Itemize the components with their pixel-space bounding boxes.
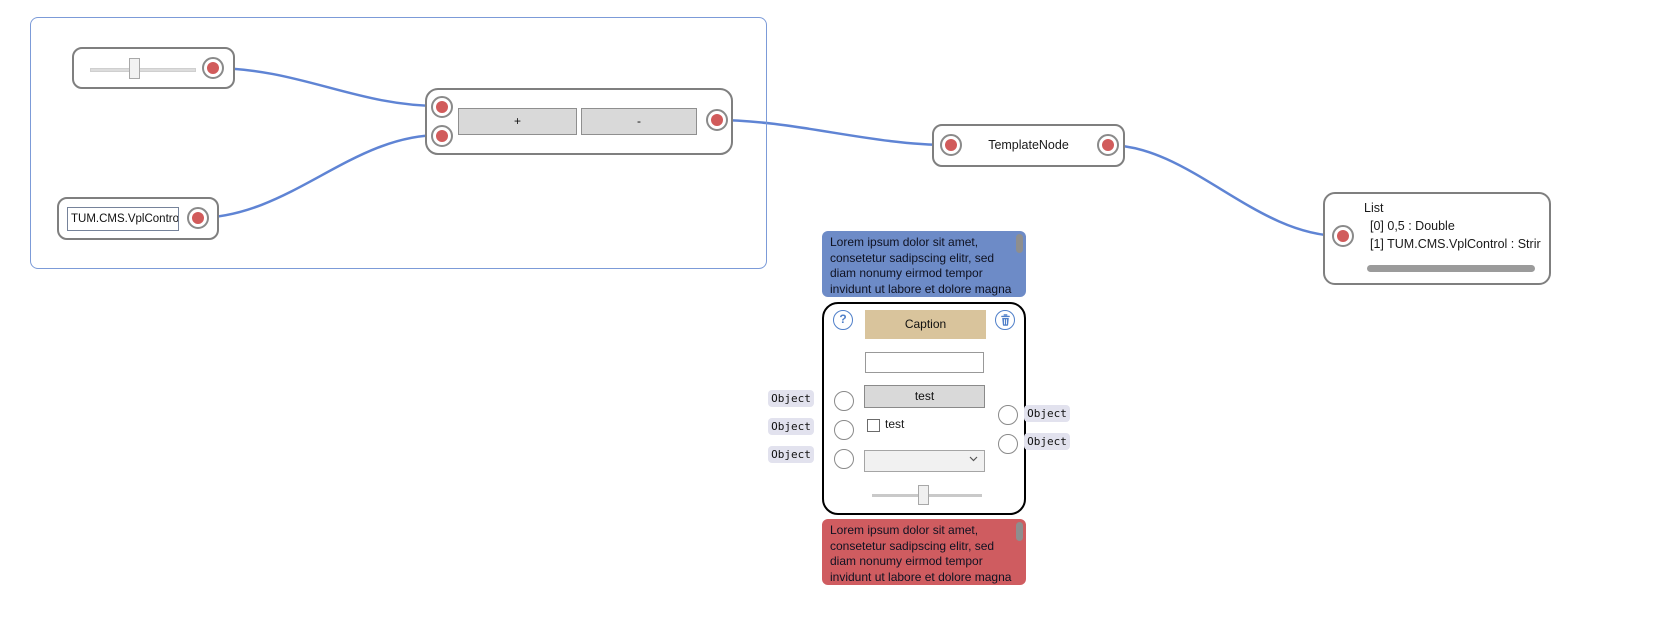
wire-slider-to-math[interactable]	[209, 66, 442, 108]
port-dot	[192, 212, 204, 224]
input-port-1[interactable]	[834, 391, 854, 411]
slider-track[interactable]	[90, 68, 196, 72]
port-type-label: Object	[768, 390, 814, 407]
port-dot	[711, 114, 723, 126]
minus-button[interactable]: -	[581, 108, 697, 135]
port-dot	[436, 130, 448, 142]
list-title: List	[1364, 201, 1384, 215]
widget-dropdown[interactable]	[864, 450, 985, 472]
widget-slider-thumb[interactable]	[918, 485, 929, 505]
input-port[interactable]	[940, 134, 962, 156]
output-port[interactable]	[202, 57, 224, 79]
group-selection-frame[interactable]	[30, 17, 767, 269]
wire-textbox-to-math[interactable]	[194, 133, 442, 220]
caption-header: Caption	[865, 310, 986, 339]
vertical-scrollbar[interactable]	[1016, 234, 1023, 253]
comment-text: Lorem ipsum dolor sit amet, consetetur s…	[830, 235, 1012, 296]
input-port-2[interactable]	[834, 420, 854, 440]
port-dot	[436, 101, 448, 113]
list-item: [1] TUM.CMS.VplControl : Strir	[1370, 237, 1541, 251]
input-port-1[interactable]	[431, 96, 453, 118]
port-dot	[207, 62, 219, 74]
plus-button[interactable]: +	[458, 108, 577, 135]
list-item: [0] 0,5 : Double	[1370, 219, 1455, 233]
output-port[interactable]	[706, 109, 728, 131]
horizontal-scrollbar[interactable]	[1367, 265, 1535, 272]
vertical-scrollbar[interactable]	[1016, 522, 1023, 541]
comment-box-blue[interactable]: Lorem ipsum dolor sit amet, consetetur s…	[822, 231, 1026, 297]
widget-text-input[interactable]	[865, 352, 984, 373]
chevron-down-icon	[969, 456, 978, 462]
output-port[interactable]	[1097, 134, 1119, 156]
port-dot	[1102, 139, 1114, 151]
port-dot	[945, 139, 957, 151]
comment-text: Lorem ipsum dolor sit amet, consetetur s…	[830, 523, 1012, 584]
port-type-label: Object	[768, 446, 814, 463]
widget-node[interactable]: ? Caption test test	[822, 302, 1026, 515]
input-port-2[interactable]	[431, 125, 453, 147]
output-port[interactable]	[187, 207, 209, 229]
trash-icon[interactable]	[995, 310, 1015, 330]
widget-test-button[interactable]: test	[864, 385, 985, 408]
input-port[interactable]	[1332, 225, 1354, 247]
checkbox-label: test	[885, 417, 905, 431]
template-node[interactable]: TemplateNode	[932, 124, 1125, 167]
input-port-3[interactable]	[834, 449, 854, 469]
comment-box-red[interactable]: Lorem ipsum dolor sit amet, consetetur s…	[822, 519, 1026, 585]
port-type-label: Object	[1024, 433, 1070, 450]
text-input[interactable]	[67, 207, 179, 231]
output-port-2[interactable]	[998, 434, 1018, 454]
widget-checkbox[interactable]	[867, 419, 880, 432]
textbox-node[interactable]	[57, 197, 219, 240]
output-port-1[interactable]	[998, 405, 1018, 425]
slider-thumb[interactable]	[129, 58, 140, 79]
wire-template-to-list[interactable]	[1106, 143, 1343, 238]
math-node[interactable]: + -	[425, 88, 733, 155]
wire-math-to-template[interactable]	[713, 118, 951, 147]
list-node[interactable]: List [0] 0,5 : Double [1] TUM.CMS.VplCon…	[1323, 192, 1551, 285]
port-type-label: Object	[768, 418, 814, 435]
port-type-label: Object	[1024, 405, 1070, 422]
slider-node[interactable]	[72, 47, 235, 89]
port-dot	[1337, 230, 1349, 242]
help-icon[interactable]: ?	[833, 310, 853, 330]
node-label: TemplateNode	[988, 138, 1069, 152]
